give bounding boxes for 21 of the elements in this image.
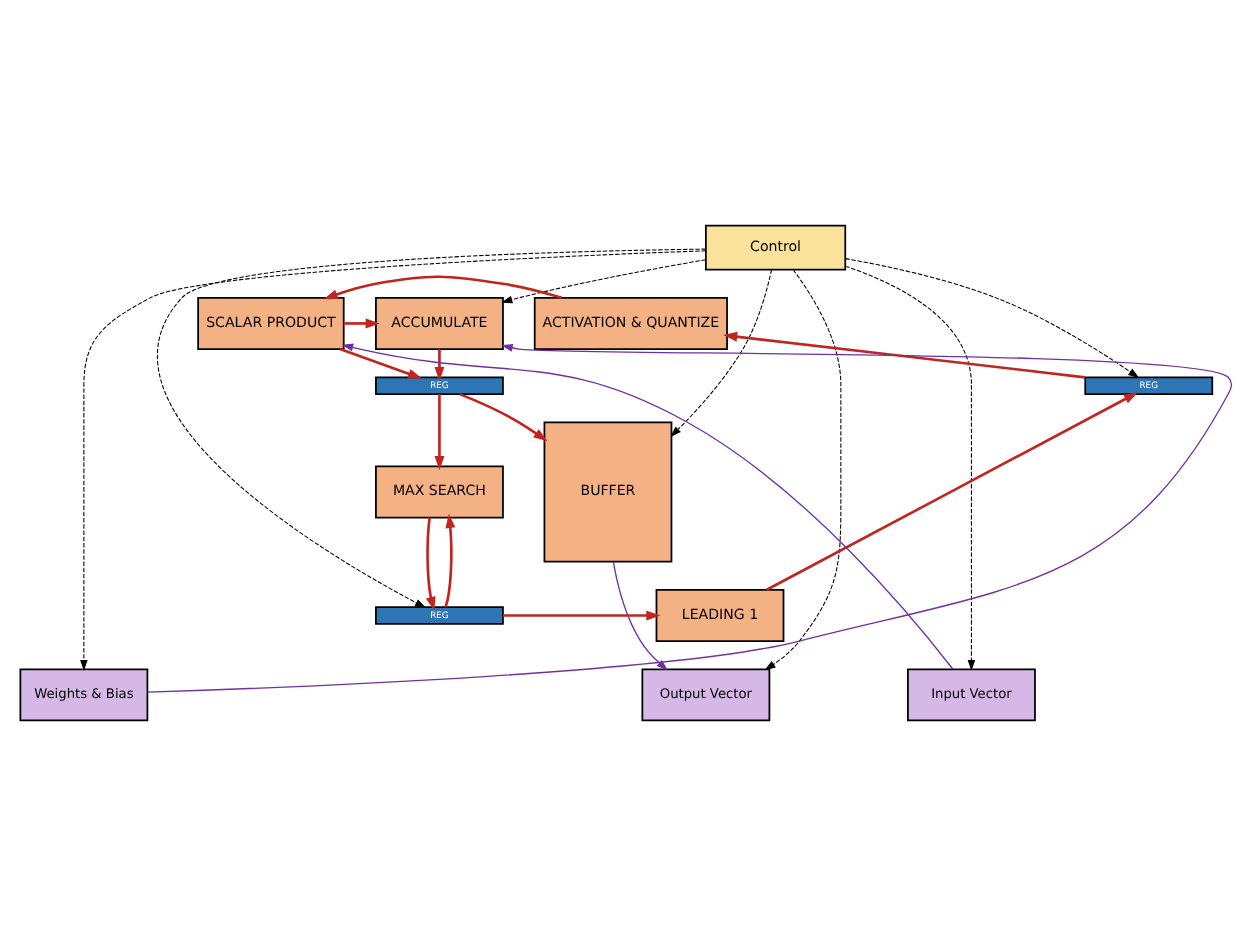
- arrow: [844, 264, 976, 670]
- arrow: [723, 330, 1086, 378]
- arrow: [612, 560, 668, 670]
- arrow: [459, 391, 548, 441]
- arrow: [503, 609, 661, 620]
- arrow: [339, 346, 423, 378]
- arrow: [323, 274, 563, 299]
- arrow: [80, 249, 707, 670]
- arrow: [434, 348, 445, 381]
- arrow: [341, 342, 954, 669]
- arrow: [434, 393, 445, 470]
- arrow: [344, 317, 380, 328]
- arrow: [844, 257, 1140, 377]
- arrow: [444, 512, 456, 607]
- arrow: [146, 342, 1233, 692]
- arrow: [156, 247, 707, 607]
- arrow: [670, 268, 773, 436]
- arrow: [501, 258, 707, 303]
- arrow: [764, 268, 842, 670]
- arrow: [425, 516, 436, 610]
- arrow: [766, 391, 1139, 590]
